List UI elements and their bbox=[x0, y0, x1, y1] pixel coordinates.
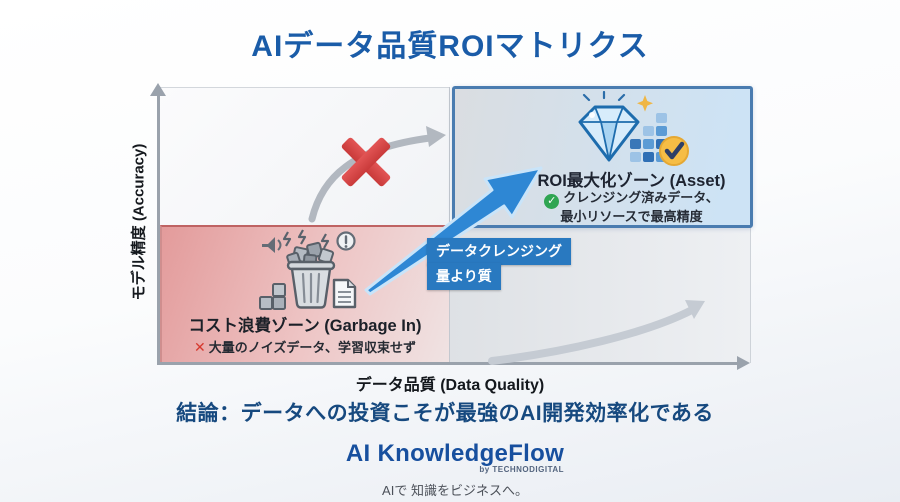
cube-stairs-icon bbox=[259, 283, 286, 310]
transition-label-cleansing: データクレンジング bbox=[427, 238, 571, 265]
roi-icon-cluster bbox=[578, 91, 689, 166]
diamond-icon bbox=[578, 105, 640, 162]
quadrant-divider-vertical bbox=[449, 87, 450, 363]
x-axis-arrowhead-icon bbox=[737, 356, 750, 370]
quadrant-top-left bbox=[160, 87, 450, 226]
noise-bolt-icon bbox=[282, 229, 330, 249]
red-x-mark-icon: ✕ bbox=[194, 339, 206, 355]
y-axis-line bbox=[157, 94, 160, 364]
brand-byline: by TECHNODIGITAL bbox=[479, 465, 565, 474]
x-axis-label: データ品質 (Data Quality) bbox=[355, 377, 545, 394]
x-axis-line bbox=[157, 362, 739, 365]
garbage-desc-text: 大量のノイズデータ、学習収束せず bbox=[208, 340, 416, 355]
page-title: AIデータ品質ROIマトリクス bbox=[251, 30, 649, 63]
conclusion-text: 結論：データへの投資こそが最強のAI開発効率化である bbox=[176, 402, 714, 425]
green-check-icon: ✓ bbox=[544, 194, 560, 209]
trash-can-icon bbox=[286, 260, 336, 309]
garbage-zone-description: ✕大量のノイズデータ、学習収束せず bbox=[165, 337, 445, 356]
y-axis-arrowhead-icon bbox=[150, 83, 166, 96]
roi-zone-description: ✓クレンジング済みデータ、 最小リソースで最高精度 bbox=[513, 190, 750, 225]
garbage-zone-title: コスト浪費ゾーン (Garbage In) bbox=[188, 317, 422, 335]
noise-speaker-icon bbox=[262, 237, 282, 253]
roi-zone-title: ROI最大化ゾーン (Asset) bbox=[537, 172, 726, 190]
roi-desc-line2: 最小リソースで最高精度 bbox=[560, 209, 703, 224]
document-icon bbox=[332, 278, 357, 309]
transition-label-quality: 量より質 bbox=[427, 263, 501, 290]
quadrant-roi-zone: ROI最大化ゾーン (Asset) ✓クレンジング済みデータ、 最小リソースで最… bbox=[452, 86, 753, 228]
roi-desc-line1: クレンジング済みデータ、 bbox=[563, 190, 719, 205]
y-axis-label: モデル精度 (Accuracy) bbox=[130, 143, 148, 301]
brand-logo: AI KnowledgeFlow by TECHNODIGITAL bbox=[0, 440, 900, 477]
trash-noise-icon bbox=[258, 228, 358, 310]
gold-check-icon bbox=[659, 136, 689, 166]
sparkle-icon bbox=[582, 91, 653, 112]
brand-name: AI KnowledgeFlow bbox=[345, 440, 565, 467]
noise-exclamation-icon bbox=[336, 231, 356, 251]
red-cross-icon bbox=[341, 137, 391, 187]
brand-tagline: AIで 知識をビジネスへ。 bbox=[382, 483, 528, 498]
